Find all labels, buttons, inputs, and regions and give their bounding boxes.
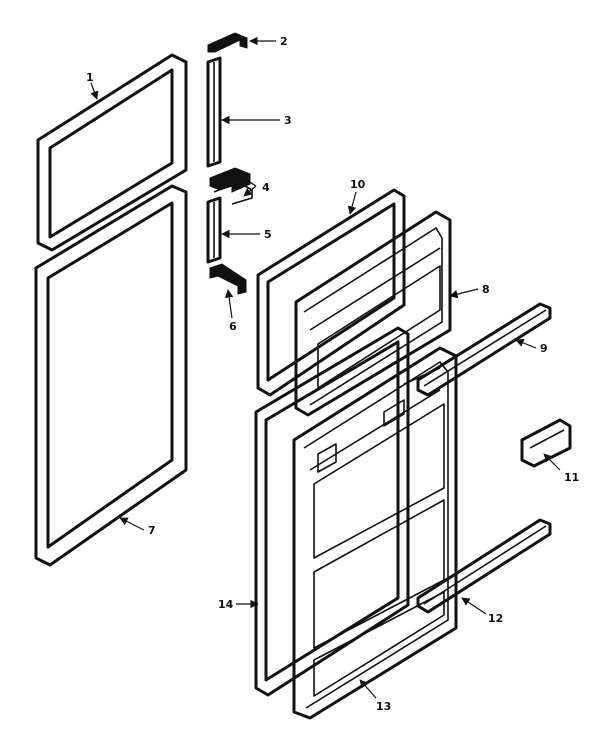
upper-trim-strip bbox=[206, 56, 222, 168]
upper-hinge bbox=[207, 32, 248, 53]
callout-6: 6 bbox=[229, 320, 237, 333]
lower-trim-strip bbox=[206, 196, 222, 264]
fresh-food-inner-gasket bbox=[254, 326, 410, 697]
fresh-food-shelf-bar bbox=[416, 518, 552, 614]
freezer-door-liner bbox=[294, 210, 452, 417]
callout-9: 9 bbox=[540, 342, 548, 355]
freezer-inner-gasket bbox=[256, 188, 406, 397]
callout-2: 2 bbox=[280, 35, 288, 48]
callout-5: 5 bbox=[264, 228, 272, 241]
freezer-door-gasket bbox=[36, 53, 188, 252]
fresh-food-door-gasket bbox=[34, 184, 188, 567]
callout-8: 8 bbox=[482, 283, 490, 296]
leader-lines bbox=[90, 36, 561, 699]
callout-13: 13 bbox=[376, 700, 391, 713]
lower-hinge bbox=[209, 263, 247, 295]
callout-4: 4 bbox=[262, 181, 270, 194]
callout-10: 10 bbox=[350, 178, 366, 191]
callout-11: 11 bbox=[564, 471, 579, 484]
freezer-shelf-bar bbox=[416, 302, 552, 397]
callout-1: 1 bbox=[86, 71, 94, 84]
callout-12: 12 bbox=[488, 612, 503, 625]
dairy-door-clip bbox=[520, 418, 572, 468]
callout-3: 3 bbox=[284, 114, 292, 127]
callout-7: 7 bbox=[148, 524, 156, 537]
callout-14: 14 bbox=[218, 598, 234, 611]
